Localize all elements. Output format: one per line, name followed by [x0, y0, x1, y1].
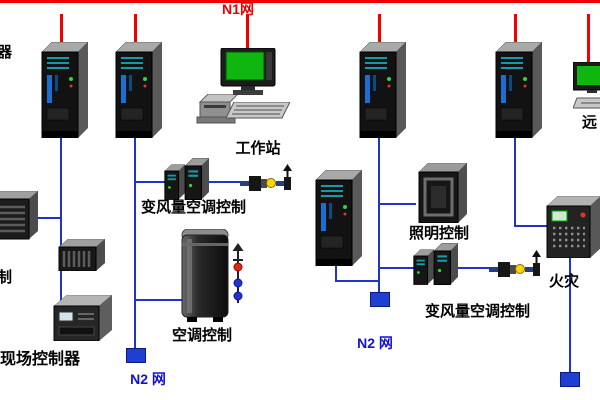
n2-branch-vav-left: [136, 181, 166, 183]
field-controller-icon: [50, 295, 112, 341]
controller-tower-icon: [356, 42, 406, 138]
n2-branch-vav-right: [380, 267, 414, 269]
controller-module-icon: [183, 158, 209, 200]
n2-branch-ahu: [136, 299, 182, 301]
ahu-cabinet-icon: [181, 229, 231, 323]
n1-drop-line: [60, 14, 63, 43]
n2-branch-vav-right2: [458, 267, 490, 269]
field-controller-label: 现场控制器: [0, 351, 81, 368]
vav-terminal-icon: [489, 250, 545, 284]
sensor-string-icon: [229, 243, 247, 307]
left-edge-partial-label-mid: 制: [0, 269, 13, 286]
n1-drop-line: [134, 14, 137, 43]
vav-control-label-right: 变风量空调控制: [425, 303, 531, 320]
n2-network-label-mid: N2 网: [357, 335, 393, 351]
chiller-icon: [0, 191, 38, 243]
n1-drop-line: [246, 14, 249, 50]
ac-control-label: 空调控制: [172, 327, 233, 344]
n2-branch-lighting: [380, 203, 416, 205]
lighting-control-label: 照明控制: [409, 225, 470, 242]
n2-line-far-right: [514, 136, 516, 226]
n2-terminator-icon: [560, 372, 580, 387]
n2-branch-tower-mid: [335, 264, 337, 281]
workstation-label: 工作站: [235, 140, 281, 157]
n2-line-center: [134, 136, 136, 348]
n2-branch-vav-left2: [208, 181, 242, 183]
n1-drop-line: [378, 14, 381, 43]
n2-line-fire-down: [569, 258, 571, 372]
n2-terminator-icon: [370, 292, 390, 307]
monitor-icon: [220, 48, 280, 100]
fire-alarm-panel-icon: [543, 196, 600, 258]
n1-network-label: N1网: [222, 1, 254, 17]
n2-network-label-left: N2 网: [130, 371, 166, 387]
controller-module-icon: [432, 243, 458, 285]
controller-module-icon: [412, 249, 434, 285]
left-edge-partial-label-top: 器: [0, 44, 13, 61]
n2-line-left: [60, 136, 62, 308]
right-edge-partial-label: 远: [582, 114, 598, 131]
vav-terminal-icon: [240, 164, 296, 198]
fire-alarm-label: 火灾: [549, 273, 580, 290]
n1-bus-line: [0, 0, 600, 3]
n2-line-right: [378, 136, 380, 292]
remote-terminal-icon: [573, 62, 600, 116]
keyboard-icon: [226, 102, 290, 120]
n1-drop-line: [514, 14, 517, 43]
controller-tower-icon: [492, 42, 542, 138]
controller-module-icon: [163, 164, 185, 200]
io-module-icon: [57, 239, 105, 271]
n2-branch-tower-mid2: [335, 280, 379, 282]
vav-control-label-left: 变风量空调控制: [141, 199, 247, 216]
n2-terminator-icon: [126, 348, 146, 363]
controller-tower-icon: [38, 42, 88, 138]
controller-tower-icon: [312, 170, 362, 266]
lighting-panel-icon: [415, 163, 467, 223]
n2-branch-fire: [514, 225, 550, 227]
controller-tower-icon: [112, 42, 162, 138]
n2-branch-chiller: [38, 217, 62, 219]
n1-drop-line: [587, 14, 590, 63]
